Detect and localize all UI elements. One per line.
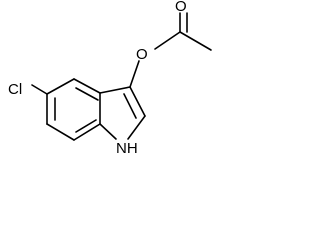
bond-c3-c2-inner xyxy=(123,93,137,119)
bond-c5-cl xyxy=(31,84,48,95)
ester-oxygen-label: O xyxy=(136,46,148,63)
carbonyl-oxygen-label: O xyxy=(175,0,187,15)
bond-c7a-c3a-inner xyxy=(75,119,97,133)
bond-c3a-c3 xyxy=(99,86,131,94)
structure-canvas: Cl O O NH xyxy=(8,0,212,157)
bond-c3-c2 xyxy=(129,86,146,117)
bond-carbonyl-c-methyl xyxy=(179,31,212,51)
bond-c4-c5 xyxy=(73,78,101,94)
chlorine-label: Cl xyxy=(8,81,22,98)
bond-c4-c5-inner xyxy=(75,87,99,101)
nh-label: NH xyxy=(116,140,138,157)
bond-c7-c7a xyxy=(46,123,75,141)
molecule-drawing: Cl O O NH xyxy=(8,0,212,157)
bond-n1-c7a xyxy=(99,123,117,140)
bond-c3-o xyxy=(129,60,140,88)
bond-c5-c6 xyxy=(46,78,75,95)
bond-c7a-c3a xyxy=(73,123,101,141)
bond-c2-n1 xyxy=(127,115,146,140)
bond-o-carbonyl-c xyxy=(154,31,181,50)
